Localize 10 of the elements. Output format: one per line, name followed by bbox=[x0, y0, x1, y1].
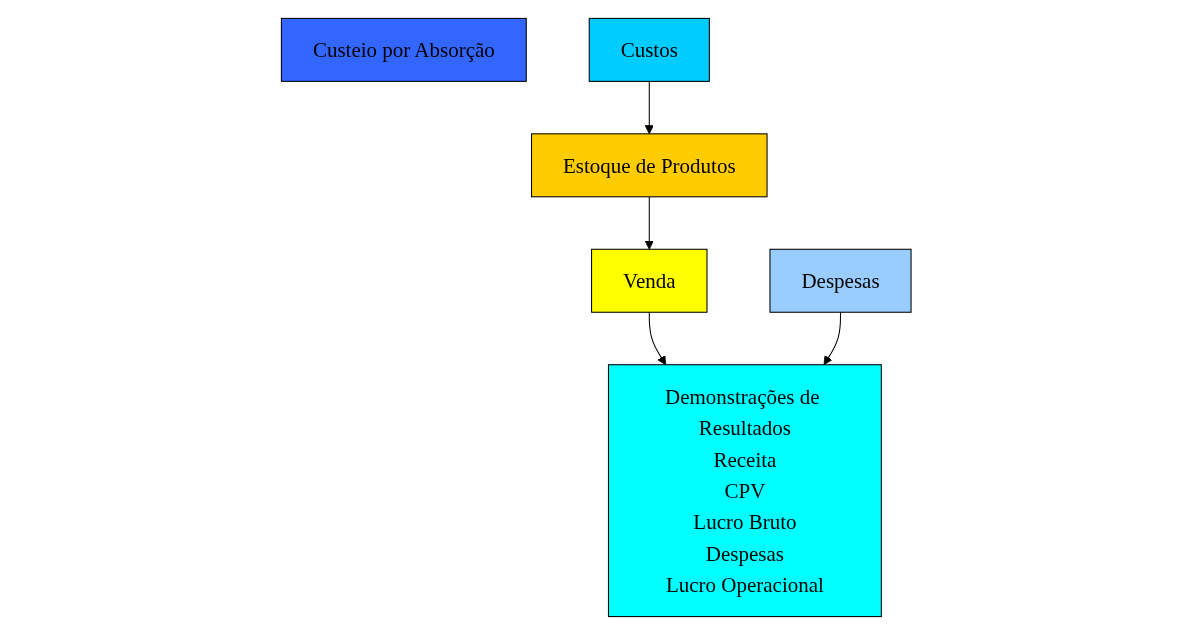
node-box: Estoque de Produtos bbox=[530, 133, 768, 198]
arrow bbox=[644, 80, 654, 135]
arrow bbox=[644, 196, 654, 250]
node-box: Custeio por Absorção bbox=[280, 17, 527, 82]
node-box: Despesas bbox=[769, 248, 912, 313]
node-box: Custos bbox=[588, 17, 710, 82]
arrow bbox=[823, 311, 841, 366]
arrow bbox=[648, 311, 666, 366]
node-box: Demonstrações de Resultados Receita CPV Lucro Bruto Despesas Lucro Operacional bbox=[607, 364, 882, 618]
node-box: Venda bbox=[590, 248, 708, 313]
